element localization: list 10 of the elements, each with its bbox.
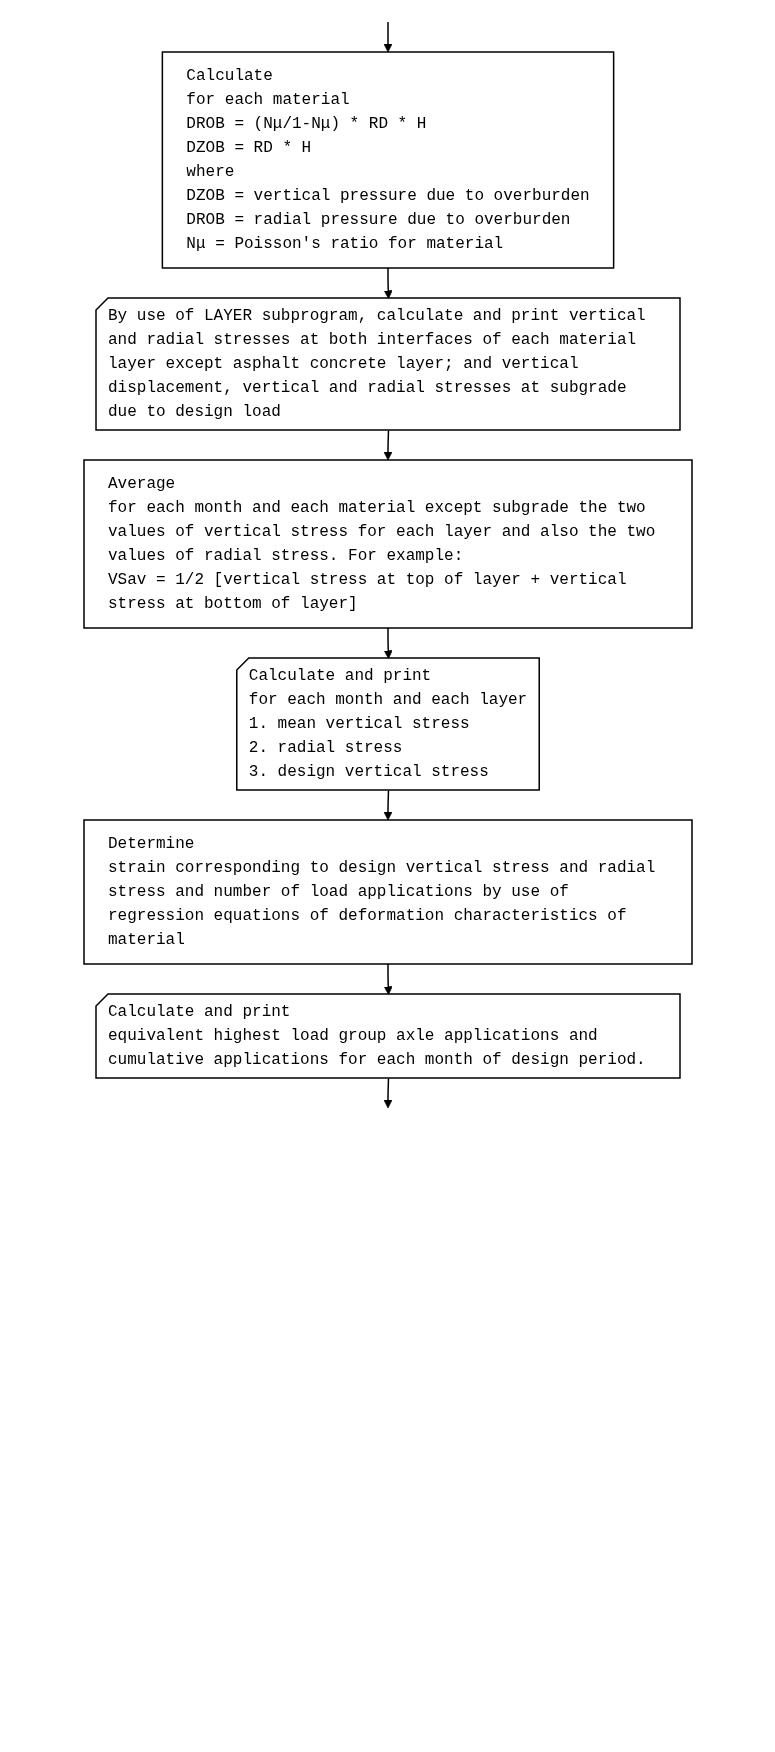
node-box: Average for each month and each material except subgrade the two values of vertical stress for each layer and also the two values of radial stress. For example: VSav = 1/2 [vertical stress at top of layer + vertical stress at bottom of layer] xyxy=(82,459,693,629)
arrow xyxy=(383,429,392,461)
arrow xyxy=(383,267,393,299)
node-box: Determine strain corresponding to design vertical stress and radial stress and number of load applications by use of regression equations of deformation characteristics of material xyxy=(82,819,693,965)
node-box: Calculate for each material DROB = (Nμ/1-Nμ) * RD * H DZOB = RD * H where DZOB = vertical pressure due to overburden DROB = radial pressure due to overburden Nμ = Poisson's ratio for material xyxy=(161,51,614,269)
arrow xyxy=(383,21,392,53)
arrow xyxy=(383,963,393,995)
arrow xyxy=(383,789,392,821)
arrow xyxy=(383,627,393,659)
arrow xyxy=(383,1077,392,1109)
